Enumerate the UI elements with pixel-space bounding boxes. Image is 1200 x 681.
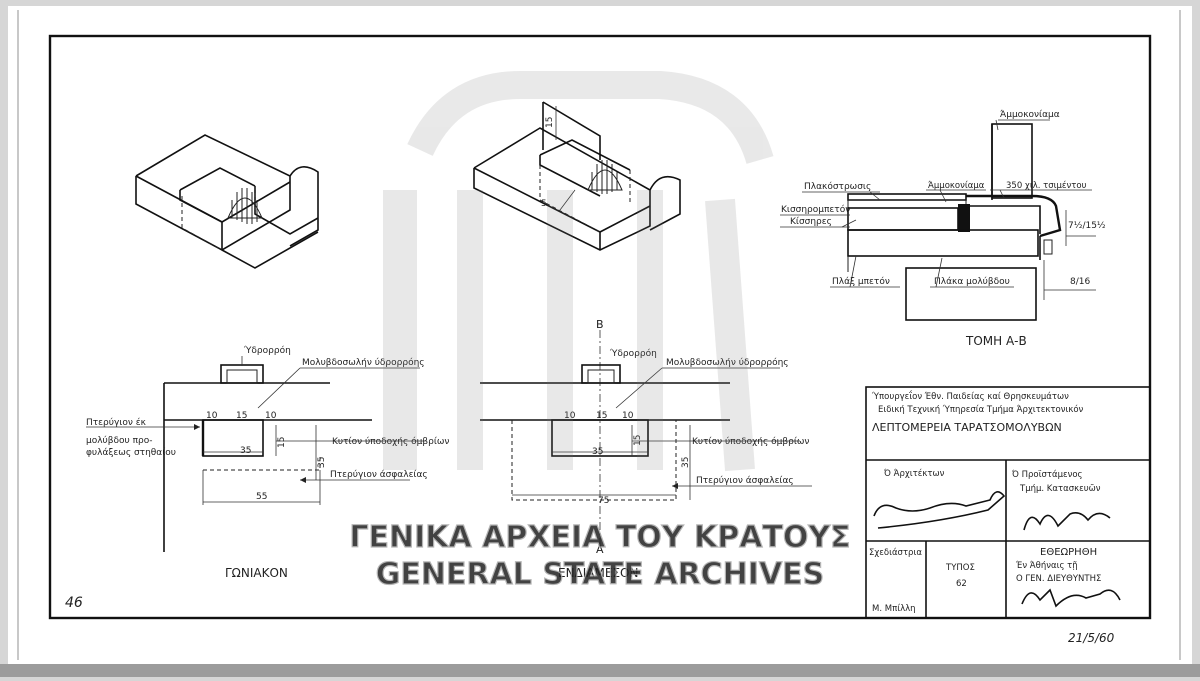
label-mortar-top: Άμμοκονίαμα — [1000, 110, 1060, 120]
corner-dim-15v: 15 — [277, 437, 287, 448]
label-gravel: Κίσσηρες — [790, 217, 832, 227]
corner-dim-55: 55 — [256, 492, 267, 502]
label-concrete-gravel: Κισσηρομπετόν — [781, 204, 850, 215]
corner-lead-gutter-label: Μολυβδοσωλήν ύδρορρόης — [302, 357, 425, 368]
label-mortar: Άμμοκονίαμα — [928, 181, 985, 191]
drawing-title: ΛΕΠΤΟΜΕΡΕΙΑ ΤΑΡΑΤΣΟΜΟΛΥΒΩΝ — [872, 421, 1062, 434]
corner-box-label: Κυτίον ύποδοχής όμβρίων — [332, 436, 449, 447]
director-text: Ο ΓΕΝ. ΔΙΕΥΘΥΝΤΗΣ — [1016, 574, 1101, 584]
isometric-corner-sketch — [135, 134, 319, 269]
athens-text: Έν Άθήναις τῇ — [1015, 561, 1078, 571]
corner-dim-15: 15 — [236, 411, 247, 421]
middle-dim-10b: 10 — [622, 411, 634, 421]
watermark-english: GENERAL STATE ARCHIVES — [376, 557, 825, 592]
corner-dim-35: 35 — [240, 446, 251, 456]
type-value: 62 — [956, 579, 967, 589]
ministry-text: Ύπουργεΐον Έθν. Παιδείας καί Θρησκευμάτω… — [871, 390, 1069, 402]
corner-gutter-label: Ύδρορρόη — [243, 345, 291, 356]
middle-box-label: Κυτίον ύποδοχής όμβρίων — [692, 436, 809, 447]
middle-dim-75: 75 — [598, 496, 609, 506]
middle-gutter-label: Ύδρορρόη — [609, 348, 657, 359]
corner-detail: Ύδρορρόη Μολυβδοσωλήν ύδρορρόης Πτερύγιο… — [86, 345, 449, 580]
middle-lead-gutter-label: Μολυβδοσωλήν ύδρορρόης — [666, 357, 789, 368]
middle-title: ΕΝΔΙΑΜΕΣΟΝ — [558, 566, 638, 580]
dim-bottom: 8/16 — [1070, 277, 1090, 287]
drawing-border — [48, 34, 1152, 620]
drafter-name: Μ. Μπίλλη — [872, 604, 916, 614]
corner-fin-line3: φυλάξεως στηθαίου — [86, 448, 176, 458]
page-number: 46 — [65, 595, 83, 611]
corner-fin-line1: Πτερύγιον έκ — [86, 417, 147, 428]
dim-top: 7½/15½ — [1068, 221, 1106, 231]
corner-dim-10a: 10 — [206, 411, 218, 421]
paper-shadow — [0, 664, 1200, 677]
middle-dim-15v: 15 — [633, 435, 643, 446]
label-cement: 350 χιλ. τσιμέντου — [1006, 180, 1087, 191]
middle-dim-35v: 35 — [681, 457, 691, 468]
middle-dim-10a: 10 — [564, 411, 576, 421]
middle-dim-15: 15 — [596, 411, 607, 421]
head-dept: Τμήμ. Κατασκευῶν — [1019, 484, 1101, 494]
label-tiling: Πλακόστρωσις — [804, 181, 871, 192]
title-block: Ύπουργεΐον Έθν. Παιδείας καί Θρησκευμάτω… — [865, 386, 1151, 619]
corner-fin-line2: μολύβδου προ- — [86, 435, 152, 446]
service-text: Ειδική Τεχνική Ύπηρεσία Τμήμα Άρχιτεκτον… — [878, 404, 1084, 415]
iso-dim-5: 5 — [541, 199, 547, 209]
corner-title: ΓΩΝΙΑΚΟΝ — [225, 566, 288, 580]
head-signature — [1023, 512, 1111, 531]
iso-dim-15: 15 — [545, 117, 555, 128]
isometric-middle-sketch: 15 5 — [473, 101, 681, 251]
middle-detail: Β Α Ύδρορρόη Μολυβδοσωλήν ύδρορρόης Κυτί… — [480, 318, 812, 580]
corner-dim-10b: 10 — [265, 411, 277, 421]
label-slab: Πλάξ μπετόν — [832, 276, 890, 287]
watermark-greek: ΓΕΝΙΚΑ ΑΡΧΕΙΑ ΤΟΥ ΚΡΑΤΟΥΣ — [349, 520, 850, 555]
handwritten-date: 21/5/60 — [1068, 631, 1115, 645]
point-b: Β — [596, 318, 604, 331]
type-label: ΤΥΠΟΣ — [945, 563, 975, 573]
head-label: Ό Προϊστάμενος — [1011, 469, 1083, 480]
architect-signature — [873, 491, 1006, 529]
architect-label: Ό Άρχιτέκτων — [883, 468, 945, 479]
corner-safety-fin-label: Πτερύγιον άσφαλείας — [330, 469, 428, 480]
director-signature — [1021, 588, 1121, 608]
approved-text: ΕΘΕΩΡΗΘΗ — [1040, 547, 1097, 558]
point-a: Α — [596, 543, 604, 556]
middle-dim-35: 35 — [592, 447, 603, 457]
middle-safety-fin-label: Πτερύγιον άσφαλείας — [696, 475, 794, 486]
section-ab-drawing: Άμμοκονίαμα Πλακόστρωσις Άμμοκονίαμα 350… — [780, 110, 1106, 348]
archive-watermark — [383, 71, 774, 472]
label-lead-plate: Πλάκα μολύβδου — [934, 276, 1010, 287]
corner-dim-35v: 35 — [317, 457, 327, 468]
drafter-label: Σχεδιάστρια — [869, 548, 922, 558]
section-title: ΤΟΜΗ Α-Β — [965, 334, 1027, 348]
